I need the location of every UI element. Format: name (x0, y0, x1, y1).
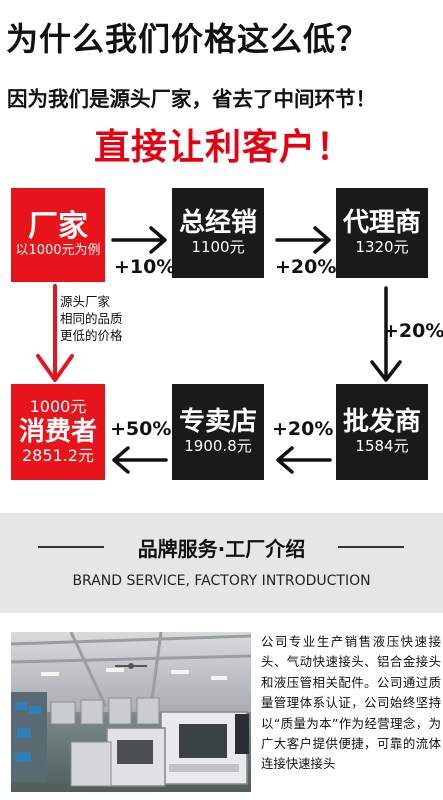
store-price: 1900.8元 (184, 436, 252, 455)
arrow-store-to-consumer (112, 446, 168, 474)
pct-agent-wholesaler: +20% (383, 320, 443, 342)
direct-note-line: 源头厂家 (60, 294, 111, 309)
wholesaler-label: 批发商 (342, 406, 421, 437)
headline-question: 为什么我们价格这么低？ (6, 20, 370, 58)
wholesaler-price: 1584元 (355, 436, 409, 455)
pct-factory-distributor: +10% (114, 256, 176, 278)
headline-benefit: 直接让利客户！ (94, 127, 354, 168)
company-intro: 公司专业生产销售液压快速接头、气动快速接头、铝合金接头和液压管相关配件。公司通过… (261, 634, 441, 772)
store-label: 专卖店 (178, 406, 257, 437)
flow-arrows (36, 226, 402, 474)
direct-note-line: 相同的品质 (60, 311, 123, 326)
arrow-wholesaler-to-store (276, 446, 332, 474)
box-consumer: 1000元 消费者 2851.2元 (11, 384, 105, 480)
box-factory: 厂家 以1000元为例 (11, 188, 105, 282)
consumer-base-price: 1000元 (29, 396, 87, 416)
box-distributor: 总经销 1100元 (172, 188, 264, 278)
section-band (0, 513, 443, 613)
direct-note: 源头厂家 相同的品质 更低的价格 (60, 293, 123, 344)
direct-note-line: 更低的价格 (60, 328, 123, 343)
box-wholesaler: 批发商 1584元 (336, 384, 428, 480)
agent-price: 1320元 (355, 237, 409, 256)
box-agent: 代理商 1320元 (336, 188, 428, 278)
factory-example: 以1000元为例 (15, 243, 101, 259)
consumer-label: 消费者 (18, 416, 97, 447)
section-divider-right (338, 546, 404, 548)
consumer-price: 2851.2元 (22, 446, 94, 466)
arrow-factory-to-distributor (111, 226, 167, 254)
pct-wholesaler-store: +20% (272, 418, 334, 440)
arrow-agent-to-wholesaler (370, 286, 402, 382)
arrow-factory-to-consumer (36, 284, 74, 382)
distributor-price: 1100元 (191, 237, 245, 256)
pct-distributor-agent: +20% (275, 256, 337, 278)
agent-label: 代理商 (342, 207, 421, 238)
section-subtitle: BRAND SERVICE, FACTORY INTRODUCTION (72, 573, 371, 589)
pct-store-consumer: +50% (110, 418, 172, 440)
factory-label: 厂家 (28, 209, 88, 245)
distributor-label: 总经销 (178, 207, 257, 238)
box-store: 专卖店 1900.8元 (172, 384, 264, 480)
section-divider-left (38, 546, 104, 548)
factory-photo (11, 632, 251, 792)
arrow-distributor-to-agent (275, 226, 331, 254)
headline-reason: 因为我们是源头厂家，省去了中间环节！ (7, 87, 376, 111)
section-title: 品牌服务·工厂介绍 (137, 537, 306, 561)
